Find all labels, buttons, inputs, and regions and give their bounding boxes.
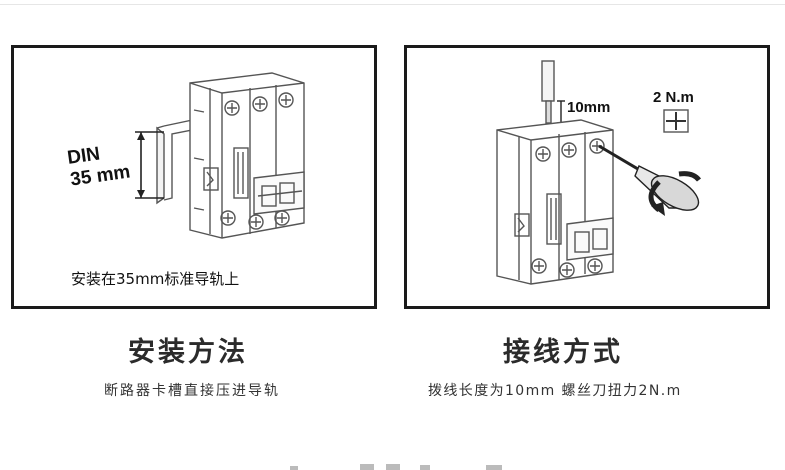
din-rail-size-label: DIN 35 mm [66, 140, 132, 192]
breaker-on-din-rail-illustration [135, 72, 305, 239]
top-divider [0, 4, 785, 5]
installation-caption: 安装在35mm标准导轨上 [71, 270, 240, 288]
installation-method-subtitle: 断路器卡槽直接压进导轨 [104, 383, 280, 399]
breaker-wiring-illustration [496, 60, 701, 285]
torque-label: 2 N.m [653, 89, 694, 106]
installation-panel: DIN 35 mm 安装在35mm标准导轨上 [11, 45, 377, 309]
cropped-bottom-text [290, 464, 502, 470]
strip-length-label: 10mm [567, 99, 611, 116]
wiring-panel: 10mm 2 N.m [404, 45, 770, 309]
wiring-method-subtitle: 拨线长度为10mm 螺丝刀扭力2N.m [428, 383, 682, 399]
wiring-method-title: 接线方式 [503, 337, 623, 368]
installation-method-title: 安装方法 [128, 337, 248, 368]
